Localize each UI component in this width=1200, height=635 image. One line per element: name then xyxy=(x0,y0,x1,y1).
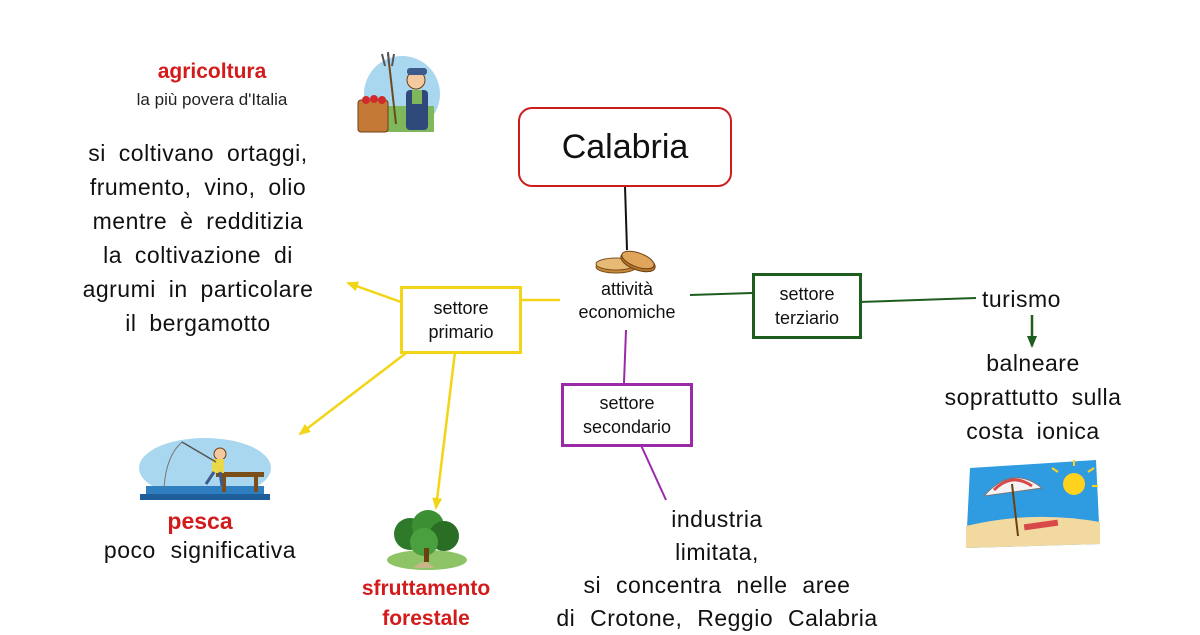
forestale-block: sfruttamento forestale xyxy=(336,574,516,634)
agricoltura-line: frumento, vino, olio xyxy=(89,174,307,200)
turismo-line: soprattutto sulla xyxy=(944,384,1122,410)
sector-secondario-line-2: secondario xyxy=(582,417,672,437)
sector-terziario-line-1: settore xyxy=(779,284,835,304)
industria-line: di Crotone, Reggio Calabria xyxy=(556,605,878,631)
agricoltura-text: si coltivano ortaggi, frumento, vino, ol… xyxy=(40,136,356,340)
title-text: Calabria xyxy=(561,127,689,166)
forest-icon xyxy=(387,510,467,570)
fisherman-icon xyxy=(139,438,271,500)
line-terziario-turismo xyxy=(858,297,977,303)
arrow-to-pesca xyxy=(298,349,411,436)
industria-text: industria limitata, si concentra nelle a… xyxy=(512,503,922,635)
beach-umbrella-icon xyxy=(966,460,1100,548)
pesca-text: poco significativa xyxy=(103,537,297,563)
turismo-line: balneare xyxy=(986,350,1080,376)
agricoltura-line: mentre è redditizia xyxy=(92,208,304,234)
agricoltura-line: agrumi in particolare xyxy=(82,276,314,302)
title-box: Calabria xyxy=(518,107,732,187)
agricoltura-heading-block: agricoltura la più povera d'Italia xyxy=(100,60,324,110)
turismo-text: balneare soprattutto sulla costa ionica xyxy=(912,346,1154,448)
forestale-line-2: forestale xyxy=(382,607,470,630)
hub-label: attività economiche xyxy=(556,278,698,324)
turismo-heading: turismo xyxy=(982,286,1061,312)
sector-primario-line-2: primario xyxy=(428,322,494,342)
industria-line: limitata, xyxy=(675,539,759,565)
turismo-line: costa ionica xyxy=(966,418,1100,444)
line-secondario-industria xyxy=(639,442,667,501)
sector-terziario-line-2: terziario xyxy=(774,308,840,328)
agricoltura-heading: agricoltura xyxy=(157,60,267,83)
arrow-to-forestale xyxy=(432,351,457,510)
industria-line: si concentra nelle aree xyxy=(583,572,851,598)
sector-terziario-box: settore terziario xyxy=(752,273,862,339)
farmer-icon xyxy=(357,51,440,133)
line-hub-secondario xyxy=(623,329,627,384)
line-hub-terziario xyxy=(689,292,753,296)
coins-icon xyxy=(595,250,656,274)
hub-line-2: economiche xyxy=(578,302,676,322)
sector-secondario-line-1: settore xyxy=(599,393,655,413)
agricoltura-subtitle: la più povera d'Italia xyxy=(136,90,288,109)
arrow-to-agricoltura xyxy=(346,281,402,304)
pesca-block: pesca poco significativa xyxy=(70,508,330,565)
agricoltura-line: si coltivano ortaggi, xyxy=(88,140,308,166)
agricoltura-line: la coltivazione di xyxy=(103,242,293,268)
sector-primario-line-1: settore xyxy=(433,298,489,318)
sector-secondario-box: settore secondario xyxy=(561,383,693,447)
forestale-line-1: sfruttamento xyxy=(361,577,491,600)
line-title-hub xyxy=(624,185,628,251)
hub-line-1: attività xyxy=(600,279,654,299)
pesca-heading: pesca xyxy=(167,508,233,534)
sector-primario-box: settore primario xyxy=(400,286,522,354)
agricoltura-line: il bergamotto xyxy=(125,310,271,336)
industria-line: industria xyxy=(671,506,763,532)
